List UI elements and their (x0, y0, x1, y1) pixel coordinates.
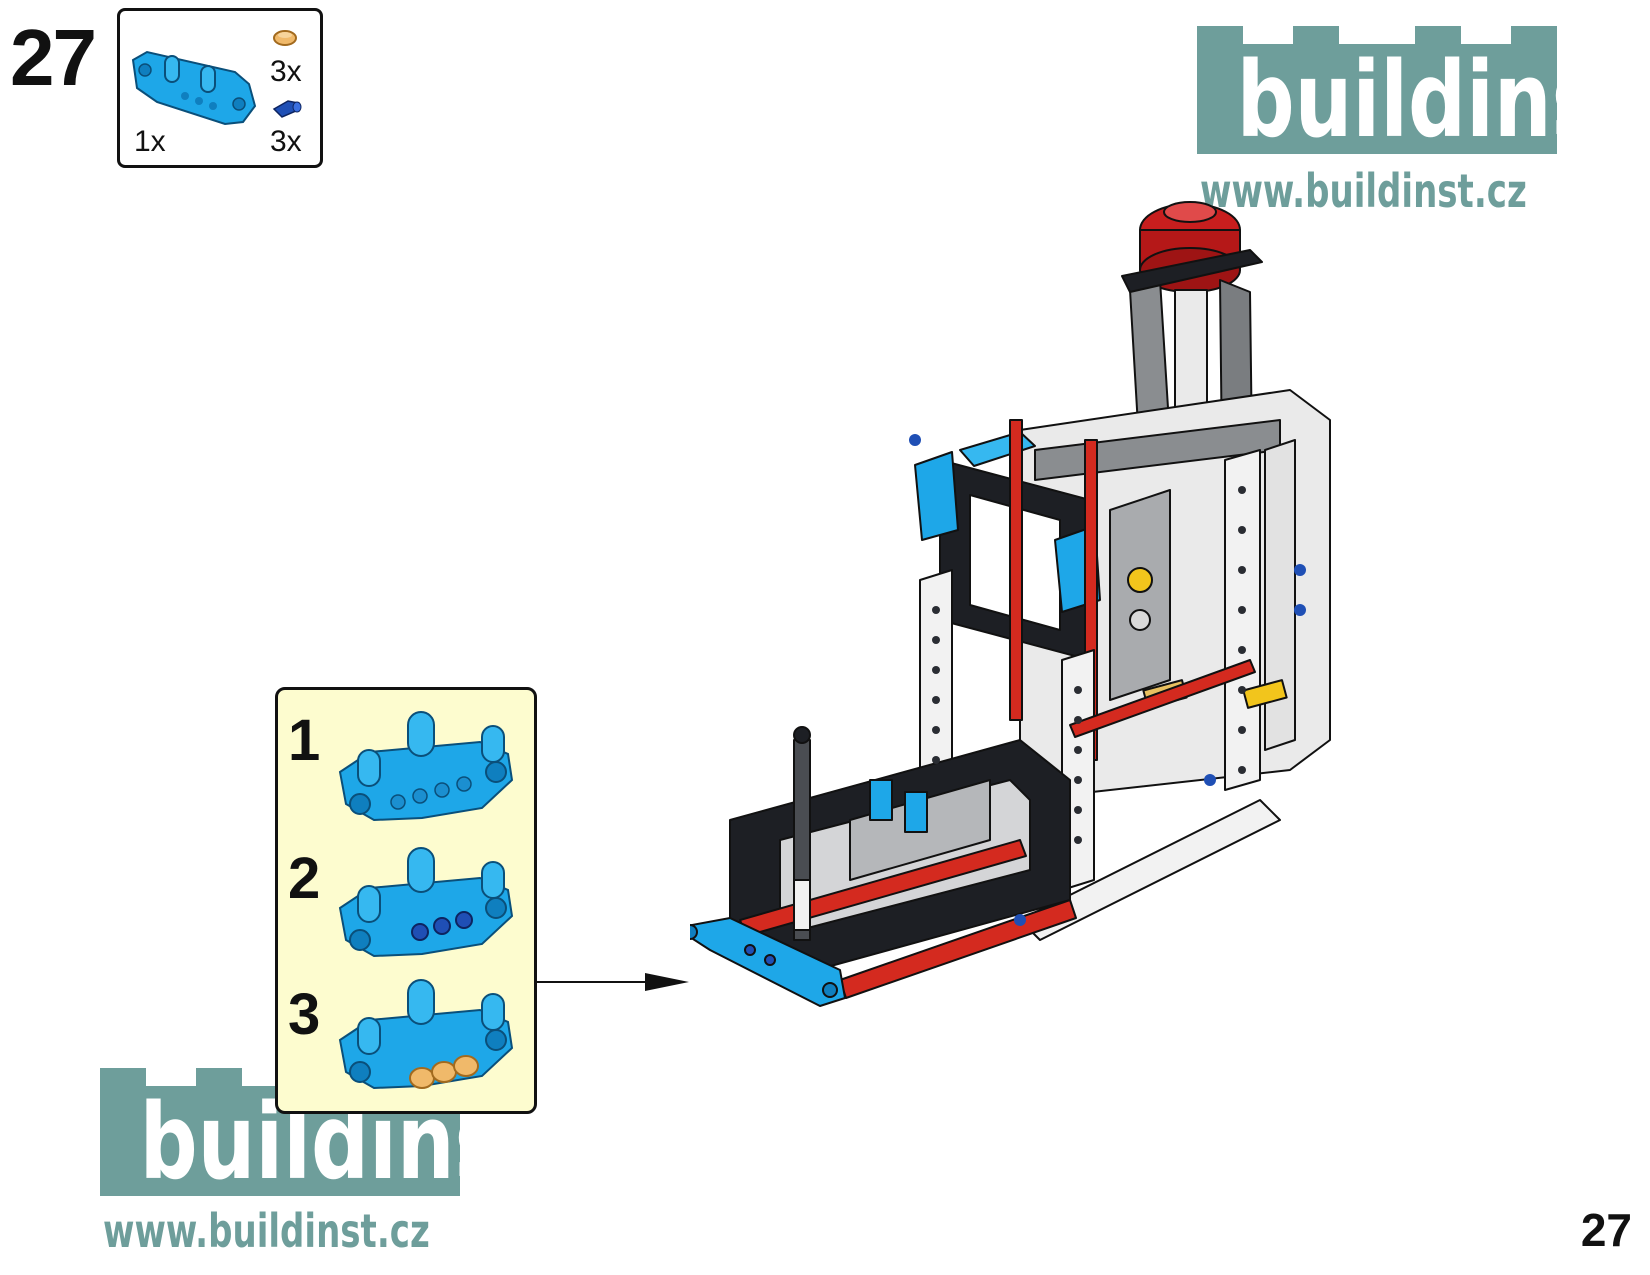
step-number: 27 (10, 13, 97, 102)
pin-blue-icon (272, 100, 302, 118)
substep-number: 3 (288, 982, 321, 1047)
brand-logo-word: buildinst (1236, 39, 1639, 161)
brand-logo-top: buildinst (1197, 26, 1639, 161)
substep-number: 2 (288, 846, 321, 911)
parts-callout: 3x 3x 1x (117, 8, 323, 168)
pin-blue-qty: 3x (270, 125, 302, 158)
substep-2-part-icon (338, 847, 514, 958)
pin-tan-icon (273, 30, 297, 46)
substep-3-part-icon (338, 979, 514, 1090)
model-assembly-illustration (690, 201, 1331, 1007)
substep-1-part-icon (338, 711, 514, 822)
page-number: 27 (1580, 1204, 1632, 1256)
pin-tan-qty: 3x (270, 55, 302, 88)
brand-url-top: www.buildinst.cz (1200, 164, 1527, 218)
brand-url-bottom: www.buildinst.cz (103, 1204, 430, 1258)
substep-number: 1 (288, 708, 321, 773)
liftarm-frame-part-icon (131, 50, 257, 126)
subassembly-callout: 1 2 3 (275, 687, 537, 1114)
attach-arrow (537, 973, 689, 991)
liftarm-frame-qty: 1x (134, 125, 166, 158)
